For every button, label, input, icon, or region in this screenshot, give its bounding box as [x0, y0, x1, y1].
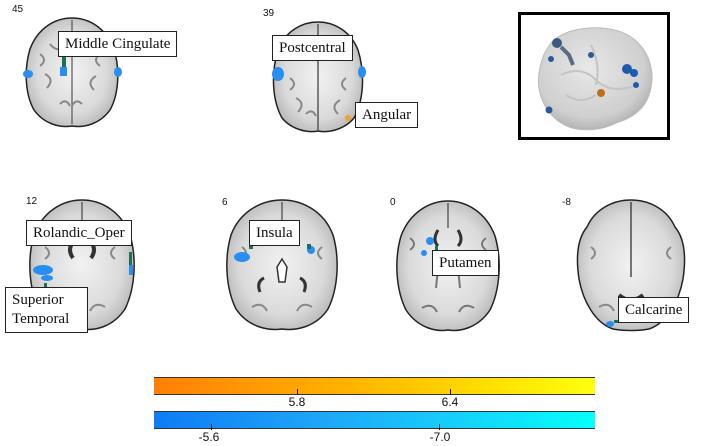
region-label-putamen: Putamen — [432, 250, 499, 276]
region-label-postcentral: Postcentral — [272, 35, 353, 61]
label-line: Superior — [12, 292, 64, 308]
colorbar-tick — [211, 424, 212, 430]
3d-glass-brain-icon — [537, 27, 653, 131]
region-label-angular: Angular — [355, 102, 419, 128]
slice-number: 6 — [222, 197, 228, 208]
label-line: Temporal — [12, 311, 70, 327]
colorbar-tick-label: -5.6 — [198, 430, 220, 444]
region-label-calcarine: Calcarine — [618, 297, 690, 323]
slice-number: 39 — [263, 8, 275, 19]
colorbar-tick — [439, 424, 440, 430]
axial-brain-slice — [226, 199, 338, 331]
slice-number: -8 — [562, 197, 571, 208]
region-label-middle-cingulate: Middle Cingulate — [58, 31, 178, 57]
colorbar-tick — [450, 389, 451, 395]
slice-number: 45 — [12, 4, 24, 15]
region-label-insula: Insula — [249, 220, 300, 246]
slice-number: 12 — [26, 196, 38, 207]
region-label-rolandic-oper: Rolandic_Oper — [26, 220, 132, 246]
colorbar-positive — [154, 377, 595, 395]
3d-brain-render-frame — [518, 12, 670, 140]
region-label-superior-temporal: Superior Temporal — [5, 287, 88, 333]
colorbar-tick — [297, 389, 298, 395]
colorbar-tick-label: 5.8 — [288, 395, 306, 409]
colorbar-negative — [154, 411, 595, 429]
slice-number: 0 — [390, 197, 396, 208]
colorbar-tick-label: -7.0 — [429, 430, 451, 444]
colorbar-tick-label: 6.4 — [441, 395, 459, 409]
